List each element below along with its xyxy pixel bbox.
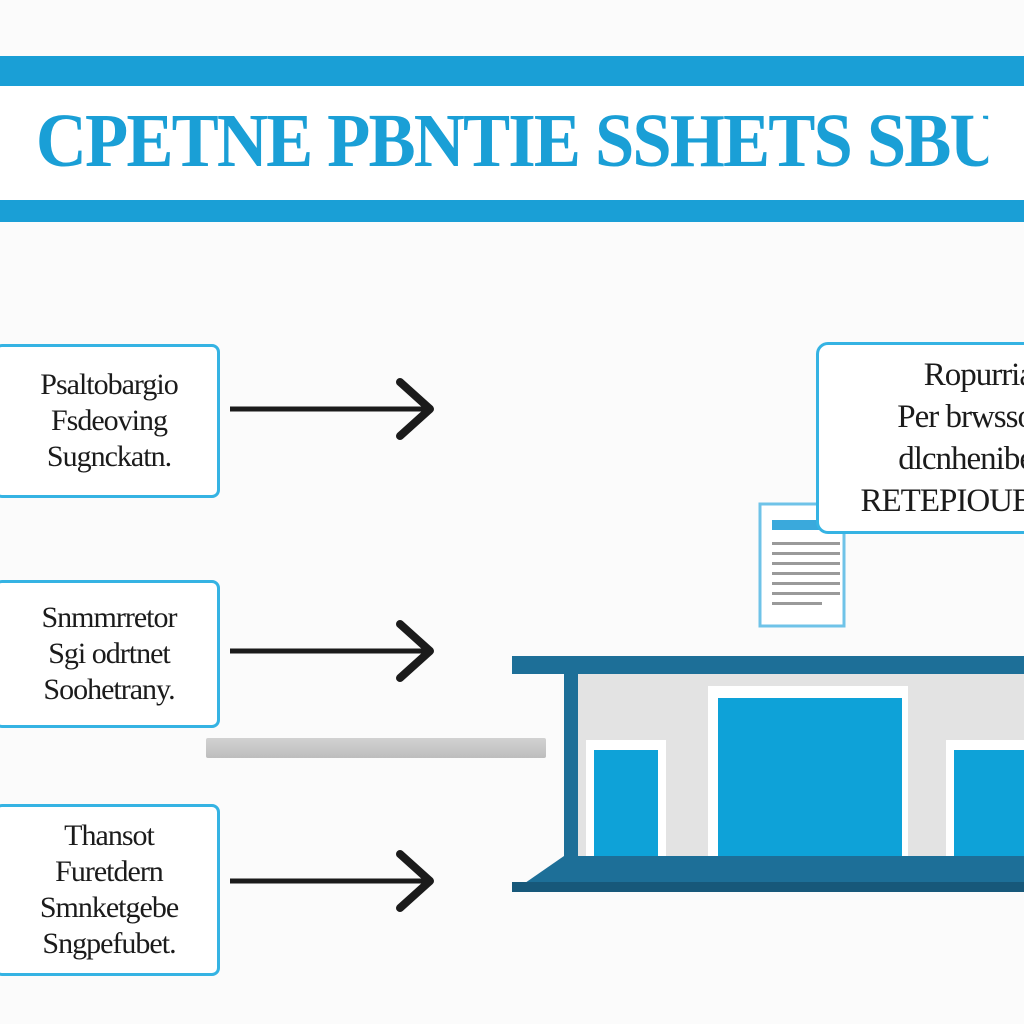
info-line-3: dlcnhenibe xyxy=(898,441,1024,477)
info-box: Ropurria Per brwsso dlcnhenibe RETEPIOUB xyxy=(816,342,1024,534)
step-3-line-1: Thansot xyxy=(64,819,155,852)
arrow-right-icon xyxy=(230,378,434,440)
step-1-line-1: Psaltobargio xyxy=(40,368,178,401)
info-line-2: Per brwsso xyxy=(897,399,1024,435)
step-1-line-3: Sugnckatn. xyxy=(46,440,172,473)
arrow-right-icon xyxy=(230,850,434,912)
step-3-line-4: Sngpefubet. xyxy=(42,927,176,960)
step-1-line-2: Fsdeoving xyxy=(50,404,168,437)
step-2-line-1: Snmmrretor xyxy=(41,601,178,634)
step-2-line-2: Sgi odrtnet xyxy=(48,637,170,670)
step-box-1: Psaltobargio Fsdeoving Sugnckatn. xyxy=(0,344,220,498)
step-box-3: Thansot Furetdern Smnketgebe Sngpefubet. xyxy=(0,804,220,976)
building-icon xyxy=(512,656,1024,892)
arrow-right-icon xyxy=(230,620,434,682)
info-line-1: Ropurria xyxy=(923,357,1024,393)
step-3-line-3: Smnketgebe xyxy=(39,891,179,924)
step-box-2: Snmmrretor Sgi odrtnet Soohetrany. xyxy=(0,580,220,728)
step-2-line-3: Soohetrany. xyxy=(43,673,175,706)
wall-bar xyxy=(206,738,546,758)
header-strip xyxy=(0,86,1024,200)
page-title: CPETNE PBNTIE SSHETS SBURFIGB xyxy=(35,99,988,183)
step-3-line-2: Furetdern xyxy=(55,855,164,888)
info-line-4: RETEPIOUB xyxy=(860,483,1024,519)
